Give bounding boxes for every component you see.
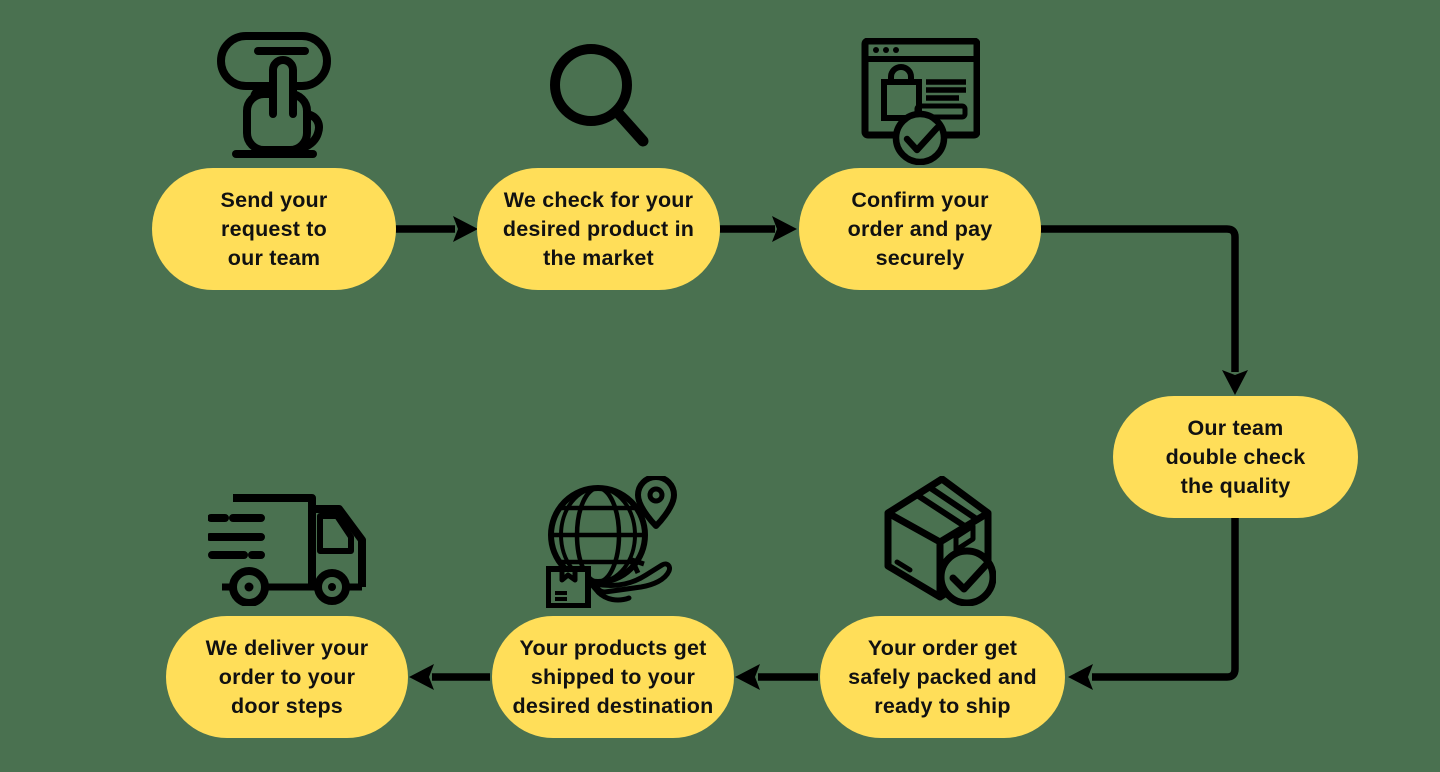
flow-step-3-label: Confirm your order and pay securely [847,187,993,270]
flow-step-5-pill: Your order get safely packed and ready t… [820,616,1065,738]
arrowhead-left-1 [1068,664,1093,690]
search-icon [550,44,649,147]
package-check-icon [884,476,996,606]
flow-step-5-label: Your order get safely packed and ready t… [848,635,1037,718]
flow-step-1-label: Send your request to our team [220,187,328,270]
flow-step-3-pill: Confirm your order and pay securely [799,168,1041,290]
arrow-step4-to-step5 [1092,518,1239,681]
order-confirmation-icon [861,38,980,165]
flow-step-4-pill: Our team double check the quality [1113,396,1358,518]
arrowhead-left-3 [409,664,434,690]
arrowhead-down [1222,370,1248,395]
flow-step-7-pill: We deliver your order to your door steps [166,616,408,738]
global-shipping-icon [546,476,677,608]
flow-step-6-pill: Your products get shipped to your desire… [492,616,734,738]
flow-step-7-label: We deliver your order to your door steps [205,635,369,718]
delivery-truck-icon [208,494,366,606]
click-icon [217,32,331,158]
flow-step-4-label: Our team double check the quality [1165,415,1306,498]
arrowhead-right-2 [772,216,797,242]
arrow-step3-to-step4 [1041,225,1239,372]
flow-step-1-pill: Send your request to our team [152,168,396,290]
arrowhead-left-2 [735,664,760,690]
flow-step-2-pill: We check for your desired product in the… [477,168,720,290]
flow-step-6-label: Your products get shipped to your desire… [512,635,714,718]
arrowhead-right-1 [453,216,478,242]
flow-step-2-label: We check for your desired product in the… [502,187,695,270]
